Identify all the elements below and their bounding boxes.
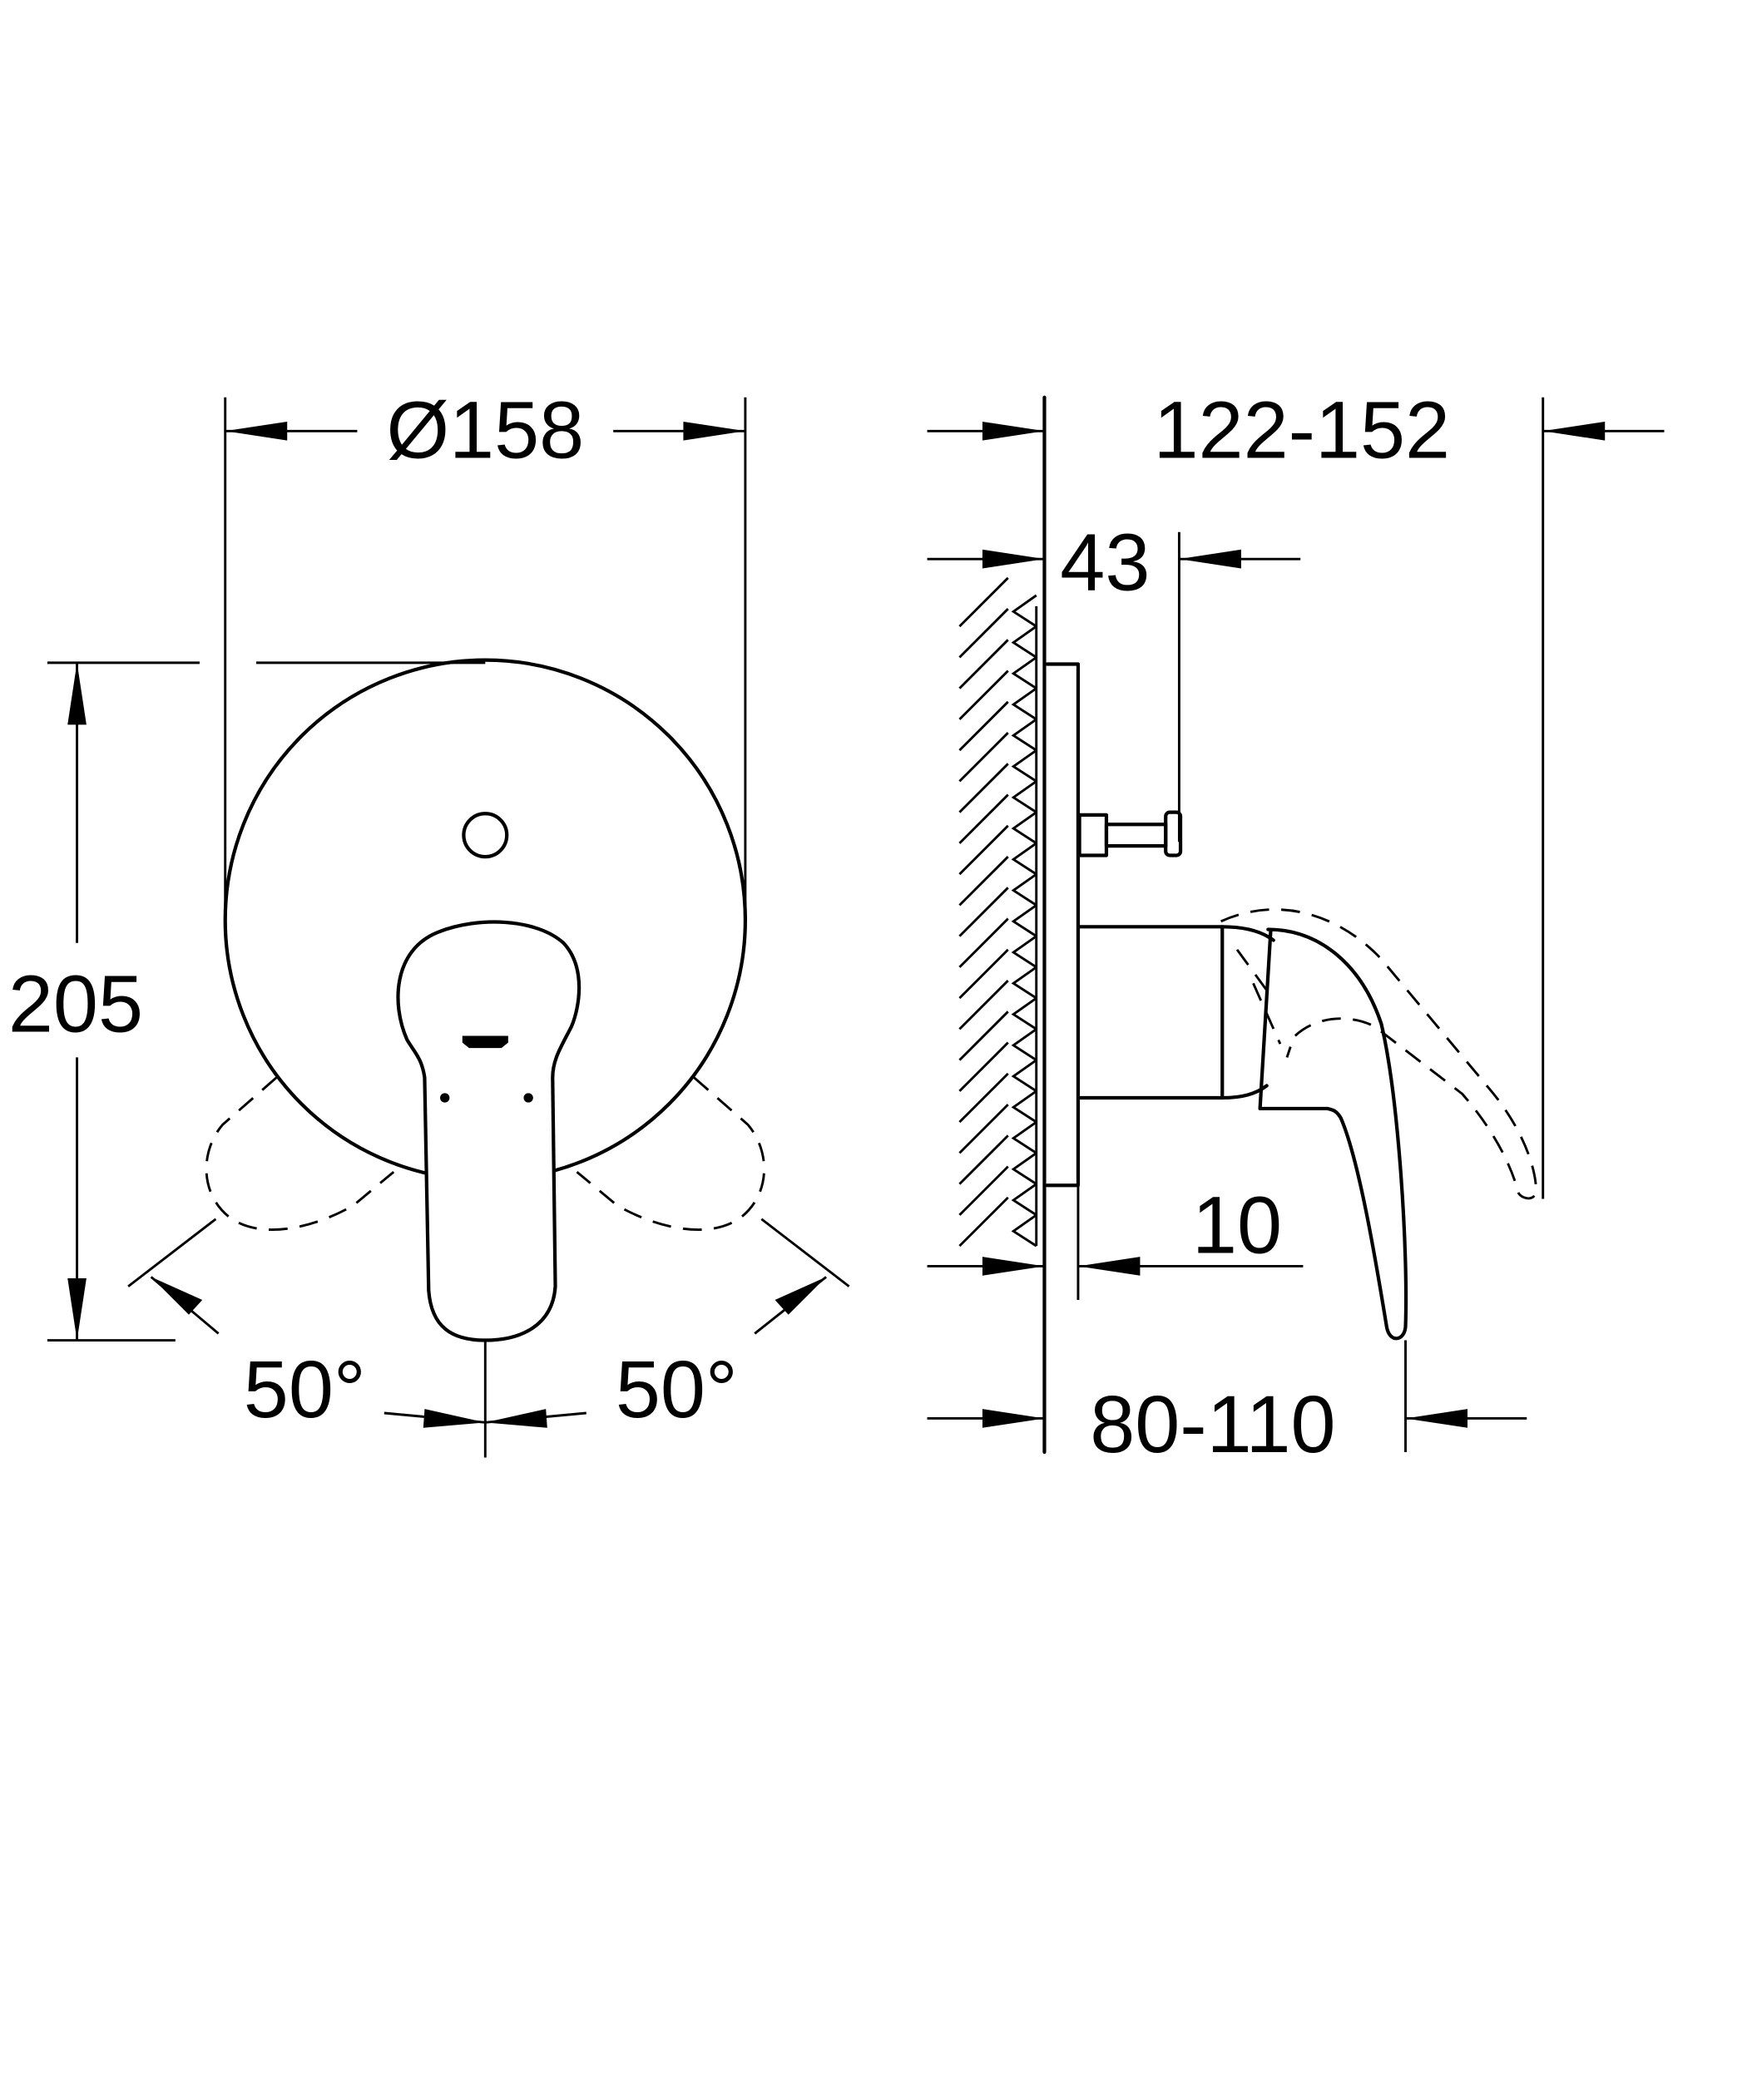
indicator-dot-hot [523, 1093, 533, 1103]
hatch-line [958, 670, 1009, 720]
hatch-line [958, 856, 1009, 907]
lever-open-position [1220, 908, 1538, 1200]
height-label: 205 [8, 959, 143, 1050]
hatch-zigzag [1011, 904, 1037, 937]
hatch-line [958, 793, 1009, 844]
front-view: Ø158 205 50° 50° [8, 385, 850, 1458]
arrow-icon [67, 1278, 87, 1341]
arrow-icon [982, 1409, 1045, 1428]
arrow-icon [151, 1277, 203, 1315]
angle-right-label: 50° [616, 1344, 738, 1435]
hatch-line [958, 1165, 1009, 1216]
hatch-zigzag [1011, 1059, 1037, 1093]
hatch-line [958, 1104, 1009, 1154]
hatch-zigzag [1011, 966, 1037, 1000]
hatch-line [958, 1072, 1009, 1124]
arrow-icon [423, 1409, 486, 1428]
hatch-zigzag [1011, 1028, 1037, 1061]
hatch-line [958, 948, 1009, 1000]
hatch-zigzag [1011, 811, 1037, 845]
total-depth-label: 122-152 [1154, 385, 1451, 476]
arrow-icon [982, 1257, 1045, 1276]
arrow-icon [1542, 421, 1606, 441]
plate-thickness-label: 10 [1192, 1179, 1282, 1270]
angle-extension-left [127, 1218, 217, 1287]
hatch-zigzag [1011, 780, 1037, 813]
hatch-line [958, 917, 1009, 968]
arrow-icon [485, 1409, 547, 1428]
hatch-line [958, 639, 1009, 689]
diverter-body [1077, 813, 1109, 857]
arrow-icon [775, 1277, 827, 1315]
brand-logo [462, 1035, 508, 1049]
hatch-line [958, 887, 1009, 937]
hatch-zigzag [1011, 656, 1037, 689]
hatch-zigzag [1011, 749, 1037, 783]
angle-extension-right [760, 1218, 850, 1287]
angle-left-label: 50° [244, 1344, 366, 1435]
hatch-line [958, 980, 1009, 1030]
cover-plate-side [1045, 662, 1081, 1188]
mixer-lever-side[interactable] [1258, 927, 1408, 1341]
valve-body [1077, 925, 1225, 1100]
diameter-label: Ø158 [386, 385, 584, 476]
indicator-dot-cold [440, 1093, 450, 1103]
hatch-line [958, 732, 1009, 783]
arrow-icon [1405, 1409, 1468, 1428]
hatch-zigzag [1011, 996, 1037, 1030]
hatch-line [958, 824, 1009, 876]
hatch-line [958, 608, 1009, 659]
hatch-zigzag [1011, 872, 1037, 907]
arrow-icon [683, 421, 745, 441]
hatch-zigzag [1011, 718, 1037, 752]
hatch-zigzag [1011, 687, 1037, 721]
arrow-icon [1179, 549, 1241, 569]
hatch-zigzag [1011, 1213, 1037, 1248]
diverter-stem [1104, 823, 1168, 848]
hatch-line [958, 763, 1009, 813]
hatch-line [958, 700, 1009, 752]
mixer-lever[interactable] [396, 920, 582, 1342]
hatch-zigzag [1011, 625, 1037, 659]
handle-depth-label: 80-110 [1090, 1379, 1335, 1470]
handle-right-position [576, 1076, 765, 1232]
hatch-zigzag [1011, 1090, 1037, 1124]
arrow-icon [67, 662, 87, 725]
hatch-line [958, 1196, 1009, 1248]
arrow-icon [225, 421, 288, 441]
diverter-knob-side[interactable] [1164, 810, 1183, 857]
hatch-zigzag [1011, 1152, 1037, 1185]
diverter-knob[interactable] [462, 812, 509, 859]
hatch-zigzag [1011, 842, 1037, 876]
handle-left-position [205, 1076, 395, 1232]
wall-hatching [958, 576, 1037, 1248]
hatch-zigzag [1011, 935, 1037, 969]
hatch-line [958, 1134, 1009, 1185]
diverter-depth-label: 43 [1060, 516, 1150, 607]
arrow-icon [982, 421, 1045, 441]
hatch-zigzag [1011, 1120, 1037, 1154]
arrow-icon [1077, 1257, 1141, 1276]
hatch-line [958, 576, 1009, 628]
hatch-zigzag [1011, 1183, 1037, 1217]
side-view: 122-152 43 10 80-110 [927, 385, 1665, 1470]
hatch-line [958, 1010, 1009, 1061]
hatch-line [958, 1041, 1009, 1092]
hatch-zigzag [1011, 594, 1037, 628]
arrow-icon [982, 549, 1045, 569]
